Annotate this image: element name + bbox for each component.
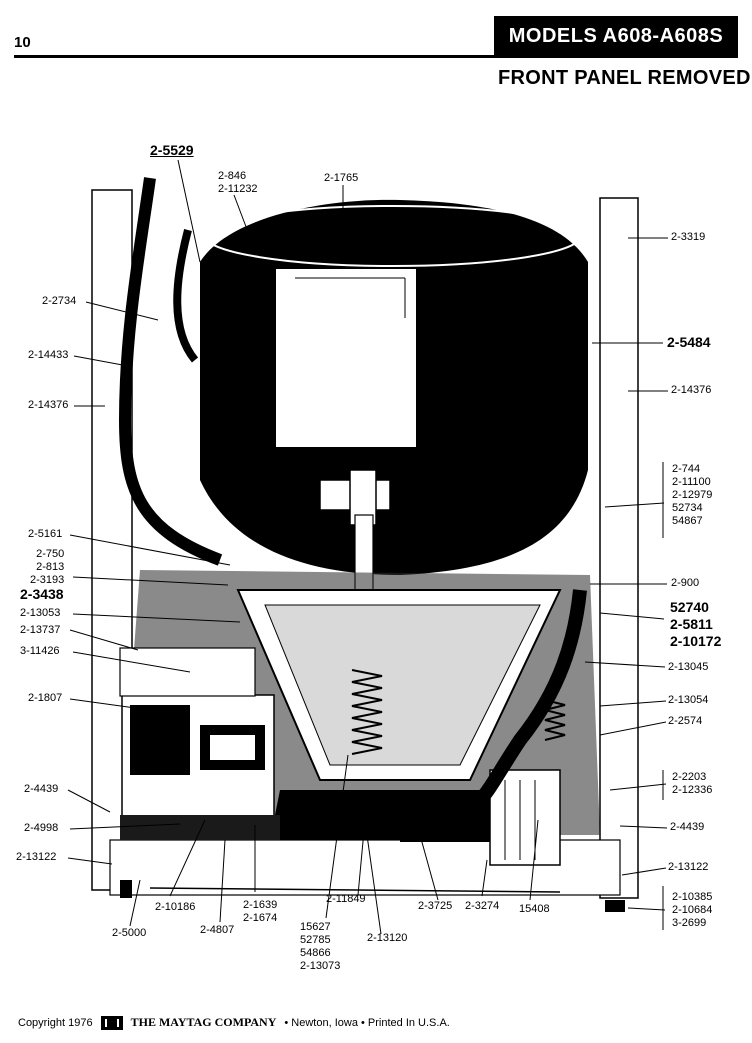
part-label: 2-4998 bbox=[24, 822, 59, 834]
part-label: 2-13053 bbox=[20, 607, 61, 619]
company-name: THE MAYTAG COMPANY bbox=[130, 1015, 277, 1029]
page-number: 10 bbox=[14, 34, 31, 51]
models-banner: MODELS A608-A608S bbox=[494, 16, 738, 56]
part-label: 2-3438 bbox=[20, 586, 64, 602]
copyright-text: Copyright 1976 bbox=[18, 1016, 93, 1029]
part-label: 2-1639 bbox=[243, 899, 278, 911]
part-label: 2-14376 bbox=[28, 399, 69, 411]
header-rule bbox=[14, 55, 738, 58]
part-label-group: 2-846 2-11232 bbox=[218, 170, 258, 196]
part-label: 2-900 bbox=[671, 577, 700, 589]
part-label: 2-11849 bbox=[326, 893, 366, 905]
part-label: 54867 bbox=[672, 515, 703, 527]
part-label: 52740 bbox=[670, 599, 709, 615]
part-label: 2-13073 bbox=[300, 960, 341, 972]
part-label: 2-14433 bbox=[28, 349, 69, 361]
part-label: 2-12979 bbox=[672, 489, 713, 501]
part-label: 2-3274 bbox=[465, 900, 500, 912]
part-label: 2-13122 bbox=[668, 861, 709, 873]
part-label: 2-5529 bbox=[150, 142, 194, 158]
drain-hose bbox=[474, 589, 587, 805]
part-label: 2-2574 bbox=[668, 715, 703, 727]
part-label-group: 2-2203 2-12336 bbox=[672, 771, 712, 797]
part-label: 2-813 bbox=[36, 561, 65, 573]
part-label: 2-14376 bbox=[671, 384, 712, 396]
drain-pump bbox=[489, 769, 561, 866]
part-label: 2-13737 bbox=[20, 624, 61, 636]
part-label: 2-11232 bbox=[218, 183, 258, 195]
part-label-group: 52740 2-5811 2-10172 bbox=[670, 599, 721, 650]
part-label-group: 2-750 2-813 2-3193 bbox=[30, 548, 64, 587]
part-label: 2-1807 bbox=[28, 692, 63, 704]
part-label: 2-10684 bbox=[672, 904, 713, 916]
part-label: 2-744 bbox=[672, 463, 701, 475]
footer: Copyright 1976 THE MAYTAG COMPANY • Newt… bbox=[18, 1015, 450, 1030]
maytag-logo-icon bbox=[100, 1015, 123, 1030]
part-label: 2-2203 bbox=[672, 771, 707, 783]
part-label: 2-13120 bbox=[367, 932, 408, 944]
part-label: 2-13054 bbox=[668, 694, 709, 706]
location-text: • Newton, Iowa • Printed In U.S.A. bbox=[284, 1016, 450, 1029]
part-label-group: 2-10385 2-10684 3-2699 bbox=[672, 891, 712, 930]
part-label: 54866 bbox=[300, 947, 331, 959]
part-label: 2-13045 bbox=[668, 661, 709, 673]
part-label: 2-13122 bbox=[16, 851, 57, 863]
part-label: 2-11100 bbox=[672, 476, 711, 488]
part-label: 52734 bbox=[672, 502, 703, 514]
centering-spring bbox=[351, 669, 383, 755]
part-label: 2-2734 bbox=[42, 295, 77, 307]
page-subtitle: FRONT PANEL REMOVED bbox=[498, 67, 751, 89]
part-label-group: 15627 52785 54866 2-13073 bbox=[300, 921, 340, 973]
part-label: 2-5484 bbox=[667, 334, 711, 350]
part-label: 2-4439 bbox=[670, 821, 705, 833]
part-label: 2-4439 bbox=[24, 783, 59, 795]
part-label: 3-2699 bbox=[672, 917, 707, 929]
part-label: 2-10385 bbox=[672, 891, 713, 903]
part-label: 2-3725 bbox=[418, 900, 453, 912]
part-label: 2-1674 bbox=[243, 912, 278, 924]
part-label: 2-750 bbox=[36, 548, 65, 560]
part-label: 2-10172 bbox=[670, 633, 722, 649]
part-label: 2-4807 bbox=[200, 924, 235, 936]
part-label: 15408 bbox=[519, 903, 550, 915]
part-label-group: 2-744 2-11100 2-12979 52734 54867 bbox=[672, 463, 712, 528]
part-label: 3-11426 bbox=[20, 645, 60, 657]
part-label-group: 2-1639 2-1674 bbox=[243, 899, 277, 925]
fill-hose bbox=[118, 177, 223, 566]
right-cabinet-upright bbox=[599, 197, 639, 899]
part-label: 2-3193 bbox=[30, 574, 65, 586]
tub-label-plate bbox=[274, 267, 418, 449]
part-label: 2-12336 bbox=[672, 784, 713, 796]
part-label: 2-3319 bbox=[671, 231, 706, 243]
part-label: 2-1765 bbox=[324, 172, 359, 184]
part-label: 2-5161 bbox=[28, 528, 63, 540]
part-label: 2-846 bbox=[218, 170, 247, 182]
part-label: 15627 bbox=[300, 921, 331, 933]
part-label: 2-5000 bbox=[112, 927, 147, 939]
part-label: 52785 bbox=[300, 934, 331, 946]
part-label: 2-10186 bbox=[155, 901, 196, 913]
part-label: 2-5811 bbox=[670, 616, 713, 632]
